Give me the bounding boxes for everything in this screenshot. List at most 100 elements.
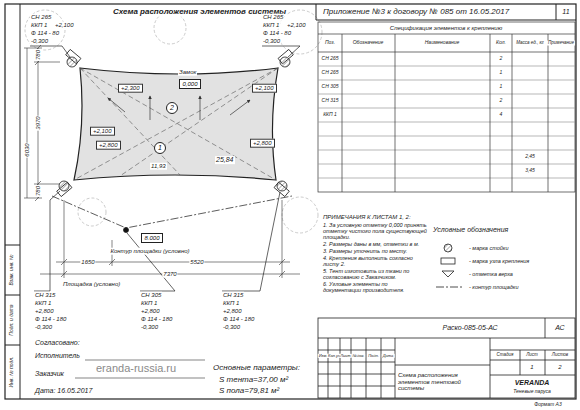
drawing-stroke [59, 181, 69, 191]
elevation-mark: +2,800 [96, 141, 121, 150]
drawing-stroke [318, 136, 575, 137]
leader-lines [30, 46, 300, 291]
note-text: 4. Крепления выполнить согласно листу 2. [322, 255, 428, 267]
legend-title: Условные обозначения [432, 226, 509, 234]
title-block-text: 1 [529, 364, 534, 371]
table-cell: СН 265 [321, 56, 340, 62]
table-cell: 2 [499, 98, 504, 104]
title-block-text: Формат А3 [533, 402, 562, 408]
table-cell: ККП 1 [322, 112, 338, 118]
table-cell: Кол. [495, 40, 507, 46]
title-block-text: 2 [557, 364, 562, 371]
table-cell: Масса ед., кг [515, 41, 545, 46]
post-callout: ККП 1 [262, 22, 280, 29]
approval-field: Заказчик [34, 370, 65, 378]
post-callout: ККП 1 [30, 22, 48, 29]
drawing-stroke [277, 181, 287, 191]
drawing-stroke [280, 57, 290, 67]
note-text: 3. Размеры уточнить по месту. [322, 248, 428, 254]
dimension-text: 6030 [24, 142, 31, 157]
post-callout: -0,300 [30, 38, 49, 45]
note-text: ПРИМЕЧАНИЯ К ЛИСТАМ 1, 2: [322, 214, 412, 221]
drawing-stroke [318, 338, 575, 339]
table-cell: 4 [499, 112, 504, 118]
drawing-stroke [316, 20, 576, 21]
drawing-stroke [25, 10, 65, 50]
drawing-stroke [490, 350, 575, 351]
legend-text: - отметка верха [468, 271, 514, 277]
drawing-stroke [520, 350, 521, 375]
note-text: 5. Тент изготовить из ткани по согласова… [322, 268, 428, 280]
margin-text: Подп. и дата [9, 303, 15, 336]
drawing-stroke [75, 378, 205, 379]
drawing-stroke [127, 233, 175, 291]
dimension-lines [24, 45, 300, 278]
node-text: 2 [170, 104, 174, 112]
table-cell: 2 [499, 56, 504, 62]
title-block-text: Раско-085-05-АС [441, 324, 498, 332]
drawing-stroke [5, 295, 20, 296]
drawing-stroke [381, 338, 382, 398]
drawing-stroke [318, 108, 575, 109]
drawing-stroke [342, 34, 343, 192]
table-cell: 2,45 [524, 154, 536, 160]
drawing-stroke [5, 245, 20, 246]
drawing-stroke [318, 66, 575, 67]
drawing-stroke [366, 338, 367, 398]
dimension-text: 1650 [80, 259, 95, 266]
drawing-stroke [318, 164, 575, 165]
title-block-text: Листов [551, 353, 569, 358]
watermark: eranda-russia.ru [95, 362, 177, 374]
post-callout: +2,100 [54, 22, 75, 29]
drawing-stroke [318, 318, 575, 398]
drawing-stroke [318, 362, 395, 363]
margin-text: Инв. № подл. [9, 355, 15, 388]
drawing-stroke [108, 98, 125, 112]
post-callout: +2,100 [286, 22, 307, 29]
drawing-stroke [512, 34, 513, 192]
table-cell: Примечание [547, 41, 575, 46]
post-callout: Ф 114 - 80 [262, 30, 292, 37]
post-callout: СН 265 [262, 14, 284, 21]
margin-text: Взам. инв. № [9, 254, 15, 287]
drawing-stroke [74, 68, 278, 180]
drawing-stroke [316, 4, 317, 20]
post-callout: Ф 114 - 180 [140, 316, 173, 323]
drawing-stroke [490, 360, 575, 361]
post-callout: -0,300 [34, 324, 53, 331]
drawing-stroke [556, 4, 557, 20]
post-callout: СН 315 [34, 292, 56, 299]
title-block-text: VERANDA [514, 379, 551, 387]
drawing-stroke [395, 365, 490, 366]
note-text: 2. Размеры даны в мм, отметки в м. [322, 241, 428, 247]
elevation-box: 0,000 [179, 79, 200, 89]
drawing-stroke [318, 386, 395, 387]
table-cell: Поз. [324, 40, 336, 46]
platform-contour [52, 196, 292, 228]
title-block-text: АС [554, 324, 565, 332]
dimension-text: 780 [35, 185, 42, 197]
dimension-text: 7370 [162, 271, 177, 278]
drawing-stroke [282, 197, 318, 233]
post-callout: Ф 114 - 180 [34, 316, 67, 323]
sheet-header: Приложение №3 к договору № 085 от 16.05.… [322, 8, 510, 17]
drawing-stroke [5, 4, 576, 399]
drawing-stroke [109, 259, 115, 265]
signature-lines [75, 360, 205, 378]
drawing-stroke [318, 80, 575, 81]
drawing-stroke [318, 52, 575, 53]
drawing-stroke [108, 96, 250, 120]
drawing-stroke [34, 191, 60, 291]
drawing-stroke [318, 34, 575, 35]
post-callout: Ф 114 - 80 [30, 30, 60, 37]
drawing-stroke [351, 338, 352, 398]
post-callout: СН 265 [30, 14, 52, 21]
parameter-text: Основные параметры: [212, 364, 301, 373]
drawing-stroke [279, 259, 285, 265]
post-callout: СН 315 [222, 292, 244, 299]
legend-sample [442, 271, 454, 277]
post-callout: -0,300 [222, 324, 241, 331]
post-callout: +2,800 [34, 308, 55, 315]
drawing-stroke [318, 374, 395, 375]
